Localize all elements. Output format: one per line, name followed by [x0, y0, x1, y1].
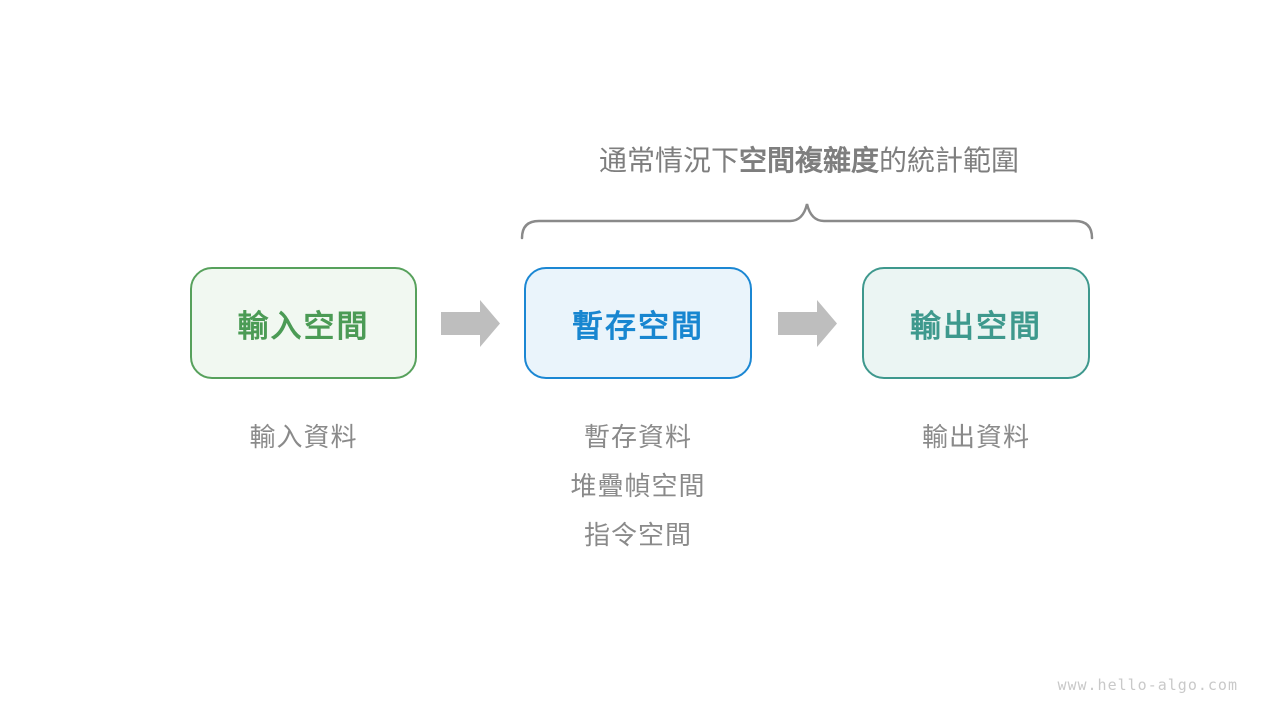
scope-brace [520, 203, 1094, 240]
right-arrow-icon [778, 300, 837, 347]
temp-space-label: 暫存空間 [572, 308, 704, 344]
input-data-note: 輸入資料 [249, 422, 358, 452]
title-suffix: 的統計範圍 [879, 145, 1020, 176]
temp-data-note: 暫存資料 [583, 422, 692, 452]
diagram-title: 通常情況下空間複雜度的統計範圍 [515, 145, 1103, 177]
input-space-label: 輸入空間 [237, 308, 370, 344]
right-arrow-shape [778, 300, 837, 347]
watermark: www.hello-algo.com [1057, 676, 1238, 694]
input-space-box: 輸入空間 [190, 267, 417, 379]
title-prefix: 通常情況下 [598, 145, 739, 176]
right-arrow-icon [441, 300, 500, 347]
output-space-label: 輸出空間 [910, 308, 1042, 344]
instruction-space-note: 指令空間 [583, 520, 692, 550]
right-arrow-shape [441, 300, 500, 347]
output-space-box: 輸出空間 [862, 267, 1090, 379]
stack-frame-space-note: 堆疊幀空間 [570, 471, 706, 501]
temp-space-box: 暫存空間 [524, 267, 752, 379]
output-data-note: 輸出資料 [921, 422, 1030, 452]
scope-brace-path [520, 203, 1094, 240]
title-bold-term: 空間複雜度 [738, 145, 879, 176]
